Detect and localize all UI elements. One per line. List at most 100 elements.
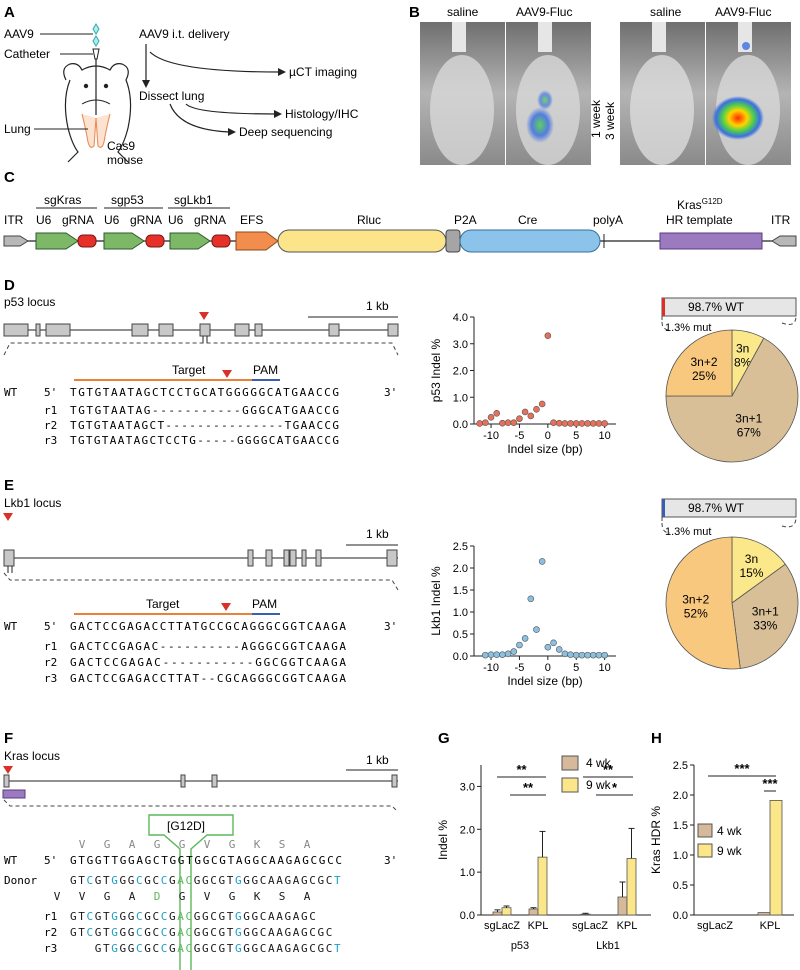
g-legend-swatch bbox=[561, 777, 579, 793]
lkb1-mut-fraction-bar bbox=[662, 499, 665, 517]
flow-arrowhead-1 bbox=[142, 80, 150, 88]
kras-read-name: r3 bbox=[44, 942, 57, 955]
panel-b: B saline AAV9-Fluc saline AAV9-Fluc 1 we… bbox=[409, 4, 791, 165]
p53-scatter-data-point bbox=[527, 412, 535, 420]
kras-donor-base: G bbox=[235, 874, 242, 887]
lkb1-scatter-y-tick-label: 1.0 bbox=[453, 607, 468, 619]
kras-read-base: C bbox=[161, 926, 168, 939]
panel-letter-g: G bbox=[438, 730, 450, 747]
kras-read-base: C bbox=[309, 910, 316, 923]
lkb1-scatter-data-point bbox=[493, 651, 501, 658]
lkb1-read-seq: GACTCCGAGACCTTAT--CGCAGGGCGGTCAAGA bbox=[70, 672, 346, 685]
lkb1-read-seq: GACTCCGAGAC----------AGGGCGGTCAAGA bbox=[70, 640, 346, 653]
h-legend-label: 9 wk bbox=[717, 844, 743, 858]
p53-scatter-data-point bbox=[601, 420, 608, 427]
kras-read-base: G bbox=[111, 910, 118, 923]
kras-read-base: G bbox=[235, 942, 242, 955]
panel-letter-f: F bbox=[4, 730, 13, 747]
kras-read-base: C bbox=[309, 942, 316, 955]
kras-donor-base: C bbox=[210, 874, 217, 887]
kras-donor-base: G bbox=[202, 874, 209, 887]
kras-read-base: G bbox=[144, 926, 151, 939]
week3-label: 3 week bbox=[603, 101, 617, 140]
lkb1-scatter-x-axis-label: Indel size (bp) bbox=[507, 674, 582, 688]
h-x-tick-label: KPL bbox=[760, 920, 781, 932]
kras-read-base: G bbox=[194, 910, 201, 923]
kras-read-base: T bbox=[227, 942, 234, 955]
g-bar bbox=[492, 911, 503, 916]
kras-read-base: T bbox=[227, 926, 234, 939]
lkb1-scatter-data-point bbox=[521, 635, 529, 642]
kras-read-base: G bbox=[95, 942, 102, 955]
kras-read-base: T bbox=[103, 942, 110, 955]
efs-promoter bbox=[235, 231, 279, 251]
lkb1-scatter-data-point bbox=[601, 651, 608, 659]
p53-three-prime: 3' bbox=[384, 386, 397, 399]
g-y-tick-label: 0.0 bbox=[460, 910, 475, 922]
panel-c: C sgKras sgp53 sgLkb1 ITR U6 gRNA U6 gRN… bbox=[3, 169, 797, 253]
kras-read-base: G bbox=[285, 942, 292, 955]
lkb1-scatter-x-tick-label: 10 bbox=[599, 662, 611, 674]
p53-reads: r1 TGTGTAATAG-----------GGGCATGAACCG r2 … bbox=[44, 404, 339, 447]
p53-target-label: Target bbox=[172, 363, 206, 377]
kras-read-base: T bbox=[227, 910, 234, 923]
kras-read-base: G bbox=[70, 926, 77, 939]
flow-arrowhead-uct bbox=[278, 68, 286, 76]
lkb1-three-prime: 3' bbox=[384, 620, 397, 633]
g-y-axis-label: Indel % bbox=[436, 820, 450, 860]
p53-mut-fraction-bar bbox=[662, 298, 665, 316]
h-x-tick-label: sgLacZ bbox=[697, 920, 733, 932]
kras-read-base: A bbox=[293, 926, 300, 939]
h-y-tick-label: 2.0 bbox=[673, 790, 688, 802]
kras-read-base: A bbox=[276, 942, 283, 955]
flow-arrowhead-histo bbox=[274, 110, 282, 118]
kras-read-base: C bbox=[186, 942, 193, 955]
g-group-label: p53 bbox=[511, 940, 529, 952]
histology-label: Histology/IHC bbox=[285, 107, 359, 121]
g-bar bbox=[617, 896, 628, 916]
p53-scatter-data-point bbox=[572, 420, 580, 427]
p53-zoom-guide bbox=[3, 342, 399, 356]
kras-donor-base: C bbox=[153, 874, 160, 887]
kras-read-base: T bbox=[103, 910, 110, 923]
p53-scatter-y-tick-label: 1.0 bbox=[453, 392, 468, 404]
kras-read-base: A bbox=[177, 942, 184, 955]
uct-label: µCT imaging bbox=[289, 65, 357, 79]
kras-read-base: A bbox=[293, 910, 300, 923]
deepseq-label: Deep sequencing bbox=[239, 125, 332, 139]
p53-wt-label: WT bbox=[4, 386, 18, 399]
kras-donor-base: C bbox=[161, 874, 168, 887]
kras-wt-aa: A bbox=[129, 838, 136, 851]
p53-pie-slice-label: 3n+1 bbox=[735, 411, 762, 425]
kras-wt-seq: GTGGTTGGAGCTGGTGGCGTAGGCAAGAGCGCC bbox=[70, 854, 342, 867]
g-significance-label: ** bbox=[516, 762, 527, 777]
u6-promoter-2 bbox=[103, 232, 145, 250]
lkb1-scatter-data-point bbox=[561, 650, 569, 658]
p53-wt-fraction-label: 98.7% WT bbox=[688, 300, 745, 314]
kras-read-base: A bbox=[268, 942, 275, 955]
saline-label-1: saline bbox=[447, 5, 479, 19]
lkb1-pie-slice-value: 33% bbox=[753, 618, 777, 632]
p53-pie-slice-label: 3n bbox=[736, 341, 749, 355]
grna-2 bbox=[145, 234, 165, 248]
p53-scatter-data-point bbox=[561, 420, 569, 427]
h-legend-label: 4 wk bbox=[717, 824, 743, 838]
lkb1-scatter-data-point bbox=[550, 639, 557, 647]
hr-template-label: HR template bbox=[666, 213, 733, 227]
p53-pie-slice-value: 25% bbox=[692, 369, 716, 383]
kras-read-base: C bbox=[136, 910, 143, 923]
lkb1-pie-slice-label: 3n+2 bbox=[682, 592, 709, 606]
p53-pie-slice-value: 67% bbox=[737, 425, 761, 439]
kras-read-base: G bbox=[318, 942, 325, 955]
kras-read-base: C bbox=[153, 910, 160, 923]
lkb1-scatter-data-point bbox=[589, 651, 597, 659]
kras-read-base: A bbox=[268, 910, 275, 923]
flow-arrow-histo bbox=[185, 103, 277, 115]
dissect-label: Dissect lung bbox=[139, 89, 204, 103]
lkb1-wt-fraction-label: 98.7% WT bbox=[688, 501, 745, 515]
p53-scatter-data-point bbox=[533, 405, 540, 413]
panel-a: A AAV9 Catheter Lung Cas9 mouse AAV9 i.t… bbox=[4, 4, 359, 167]
h-legend-swatch bbox=[697, 823, 713, 838]
